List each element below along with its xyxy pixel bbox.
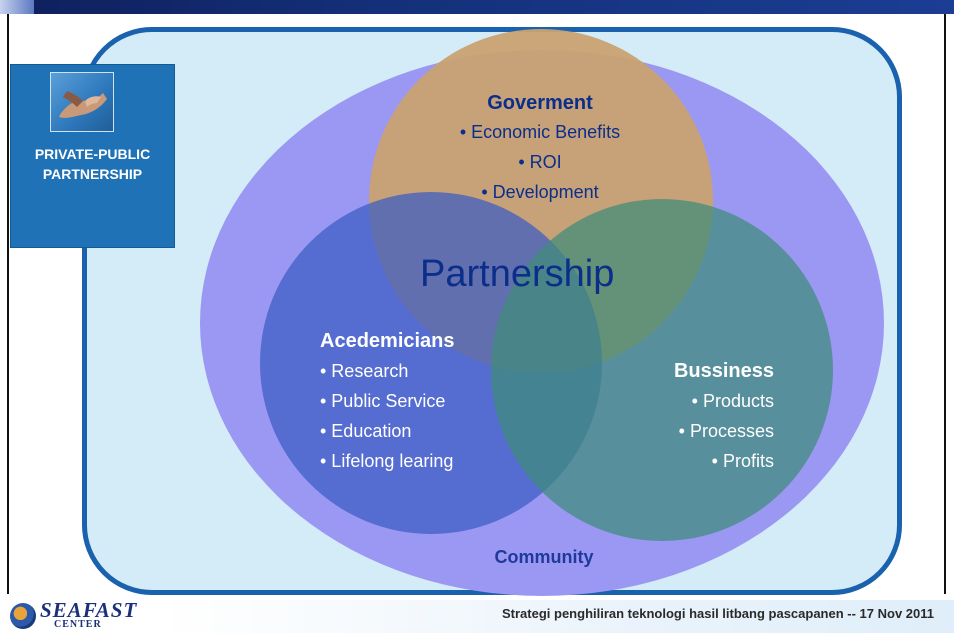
slide-top-bar [0,0,954,14]
logo-name: SEAFAST [40,598,138,622]
ppp-label: PRIVATE-PUBLIC PARTNERSHIP [34,146,151,182]
business-item: • Processes [678,421,774,441]
handshake-photo-icon [50,72,114,132]
government-item: • ROI [518,152,562,172]
top-bar-accent [0,0,34,14]
business-item: • Products [691,391,774,411]
business-title: Bussiness [673,360,774,382]
partnership-label: Partnership [420,253,615,295]
seafast-logo: SEAFAST CENTER [10,598,140,632]
ppp-panel: PRIVATE-PUBLIC PARTNERSHIP [10,64,175,248]
government-title: Goverment [487,92,593,114]
community-label: Community [494,547,594,567]
seafast-logo-icon [10,603,36,629]
academicians-item: • Public Service [320,391,446,411]
business-circle [491,199,833,541]
footer-caption: Strategi penghiliran teknologi hasil lit… [502,606,934,621]
right-rule [944,14,946,594]
academicians-item: • Lifelong learing [320,451,454,471]
academicians-item: • Research [320,361,409,381]
government-item: • Development [481,182,599,202]
academicians-title: Acedemicians [320,330,455,352]
business-item: • Profits [711,451,774,471]
government-item: • Economic Benefits [459,122,621,142]
left-rule [7,14,9,594]
academicians-item: • Education [320,421,412,441]
footer-band [160,600,954,633]
logo-subtitle: CENTER [54,619,102,630]
